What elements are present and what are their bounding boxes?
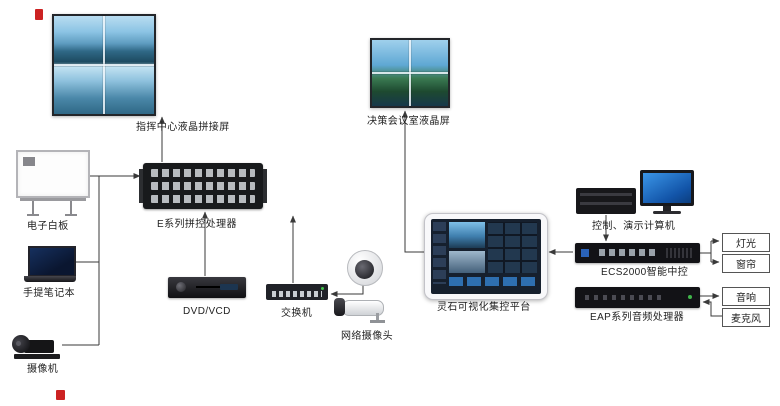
dvd-disc-slot (196, 286, 226, 288)
red-watermark (56, 390, 65, 400)
label-ecs: ECS2000智能中控 (601, 267, 689, 278)
label-camera: 摄像机 (27, 364, 59, 375)
switch-ports (272, 291, 322, 297)
endpoint-curtain-label: 窗帘 (736, 260, 756, 271)
whiteboard-leg (70, 201, 72, 215)
bullet-mount-base (370, 320, 385, 323)
tablet-screen (431, 219, 541, 294)
network-switch (266, 284, 328, 300)
camera-head (12, 335, 30, 353)
whiteboard-foot (27, 214, 39, 216)
eap-power-led (688, 295, 692, 299)
label-switch: 交换机 (281, 308, 313, 319)
whiteboard-leg (32, 201, 34, 215)
endpoint-light-label: 灯光 (736, 239, 756, 250)
tablet-video-thumbnail (449, 251, 485, 273)
dvd-player (168, 277, 246, 298)
decision-room-screen (370, 38, 450, 108)
processor-port-row (151, 182, 255, 190)
pc-front-strip (580, 202, 632, 205)
red-watermark (35, 9, 43, 20)
whiteboard-foot (65, 214, 77, 216)
wire-mic-eap (702, 299, 722, 317)
pc-front-strip (580, 193, 632, 196)
bullet-camera (334, 298, 386, 324)
laptop (24, 246, 76, 282)
camera-body (24, 340, 54, 353)
e-series-processor (139, 163, 267, 209)
tablet-video-thumbnail (449, 222, 485, 248)
processor-port-row (151, 169, 255, 177)
whiteboard-tray (20, 198, 86, 201)
bullet-lens-icon (334, 298, 345, 316)
endpoint-speaker-label: 音响 (736, 293, 756, 304)
endpoint-microphone-label: 麦克风 (731, 314, 761, 325)
dome-camera (347, 250, 383, 286)
label-whiteboard: 电子白板 (27, 221, 69, 232)
control-tablet (424, 213, 548, 300)
label-ip-camera: 网络摄像头 (341, 331, 393, 342)
control-pc-monitor (640, 170, 696, 216)
eap-audio-processor (575, 287, 700, 308)
label-dvd: DVD/VCD (183, 306, 231, 317)
ecs-vents (666, 248, 694, 258)
label-processor: E系列拼控处理器 (157, 219, 237, 230)
endpoint-light: 灯光 (722, 233, 770, 252)
electronic-whiteboard (16, 150, 90, 218)
label-computer: 控制、演示计算机 (592, 221, 676, 232)
processor-port-row (151, 195, 255, 203)
endpoint-speaker: 音响 (722, 287, 770, 306)
monitor-base (653, 211, 681, 214)
dvd-knob (176, 282, 186, 292)
rack-ear (263, 169, 267, 203)
conference-camera (12, 330, 62, 360)
monitor-neck (663, 206, 671, 211)
label-eap: EAP系列音频处理器 (590, 312, 685, 323)
endpoint-curtain: 窗帘 (722, 254, 770, 273)
tablet-button-bar (449, 277, 538, 286)
wire-tablet-decision-screen (402, 110, 424, 253)
wire-ipcam-switch (330, 283, 364, 297)
camera-lens-icon (16, 341, 21, 346)
dvd-display (220, 284, 238, 290)
ecs2000-central-control (575, 243, 700, 263)
command-center-video-wall (52, 14, 156, 116)
label-command-wall: 指挥中心液晶拼接屏 (136, 122, 230, 133)
monitor-screen (640, 170, 694, 206)
rack-ear (139, 169, 143, 203)
label-tablet: 灵石可视化集控平台 (437, 302, 531, 313)
endpoint-microphone: 麦克风 (722, 308, 770, 327)
dome-lens-icon (355, 260, 374, 279)
switch-led (321, 287, 324, 290)
ecs-ports (599, 249, 659, 256)
video-wall-bezel (54, 64, 154, 66)
laptop-screen (28, 246, 76, 277)
bullet-mount-arm (376, 313, 379, 321)
laptop-base (24, 276, 76, 282)
ecs-indicator (581, 249, 589, 257)
tablet-sidebar-buttons (433, 222, 446, 284)
label-decision-screen: 决策会议室液晶屏 (367, 116, 451, 127)
control-pc-host (576, 188, 636, 214)
screen-bezel (372, 72, 448, 74)
eap-knobs (585, 295, 665, 300)
label-laptop: 手提笔记本 (23, 288, 75, 299)
tablet-source-grid (488, 222, 537, 273)
camera-base (14, 354, 60, 359)
whiteboard-panel (23, 157, 35, 166)
